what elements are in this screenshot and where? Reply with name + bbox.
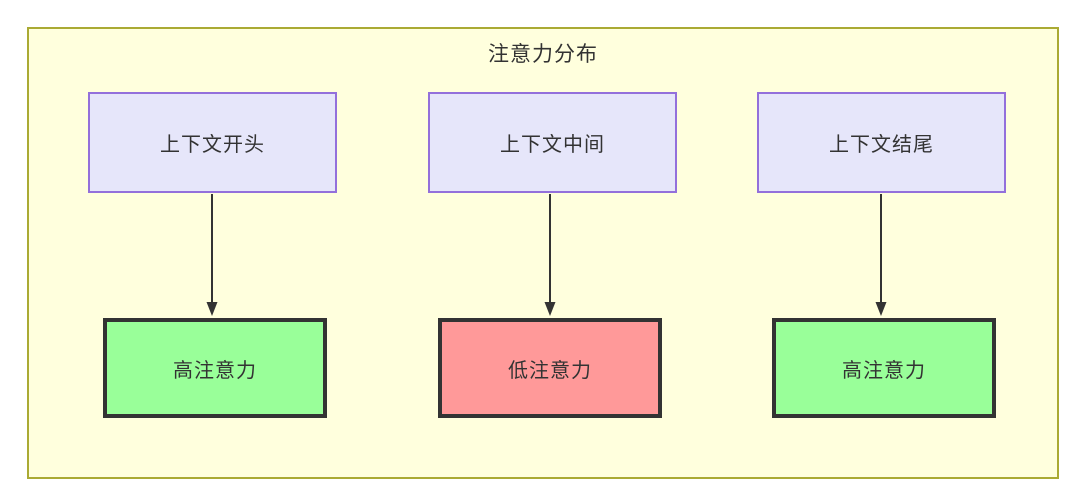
arrow-context-middle-to-low-attention xyxy=(543,194,557,318)
node-label: 高注意力 xyxy=(173,359,257,382)
node-label: 上下文结尾 xyxy=(829,134,934,156)
subgraph-title: 注意力分布 xyxy=(488,43,598,66)
node-label: 上下文中间 xyxy=(500,134,605,156)
arrow-context-end-to-high-attention xyxy=(874,194,888,318)
node-high-attention-start[interactable]: 高注意力 xyxy=(103,318,327,418)
node-label: 上下文开头 xyxy=(160,134,265,156)
node-low-attention-middle[interactable]: 低注意力 xyxy=(438,318,662,418)
node-high-attention-end[interactable]: 高注意力 xyxy=(772,318,996,418)
node-context-end[interactable]: 上下文结尾 xyxy=(757,92,1006,193)
node-context-middle[interactable]: 上下文中间 xyxy=(428,92,677,193)
node-label: 高注意力 xyxy=(842,359,926,382)
arrow-context-start-to-high-attention xyxy=(205,194,219,318)
node-context-start[interactable]: 上下文开头 xyxy=(88,92,337,193)
node-label: 低注意力 xyxy=(508,359,592,382)
